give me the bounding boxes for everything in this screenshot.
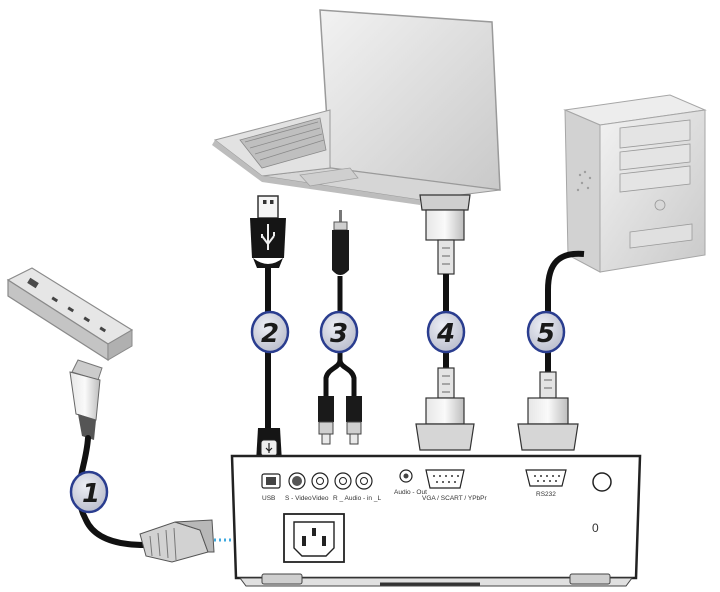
power-indicator-label: 0 — [592, 521, 599, 535]
port-label-svideo: S - Video — [285, 495, 312, 502]
callout-3-label: 3 — [330, 319, 348, 349]
callout-4: 4 — [426, 310, 466, 354]
callout-2-label: 2 — [261, 319, 279, 349]
callout-5-label: 5 — [537, 319, 555, 349]
power-strip — [6, 267, 134, 362]
callout-3: 3 — [319, 310, 359, 354]
rs232-cable — [517, 250, 585, 451]
laptop — [212, 9, 501, 205]
port-label-audio-in: R _ Audio - in _L — [333, 495, 381, 502]
projector: USB S - Video Video R _ Audio - in _L Au… — [230, 454, 642, 587]
port-label-audio-out: Audio - Out — [394, 489, 427, 496]
port-label-usb: USB — [262, 495, 275, 502]
callout-1: 1 — [69, 470, 109, 514]
callout-4-label: 4 — [436, 319, 455, 349]
port-label-video: Video — [312, 495, 329, 502]
callout-5: 5 — [526, 310, 566, 354]
port-label-vga: VGA / SCART / YPbPr — [422, 495, 488, 502]
desktop-computer — [563, 94, 707, 273]
audio-cable — [318, 210, 362, 445]
callout-1-label: 1 — [82, 479, 100, 509]
callout-2: 2 — [250, 310, 290, 354]
power-cable — [69, 359, 215, 563]
port-label-rs232: RS232 — [536, 491, 556, 498]
